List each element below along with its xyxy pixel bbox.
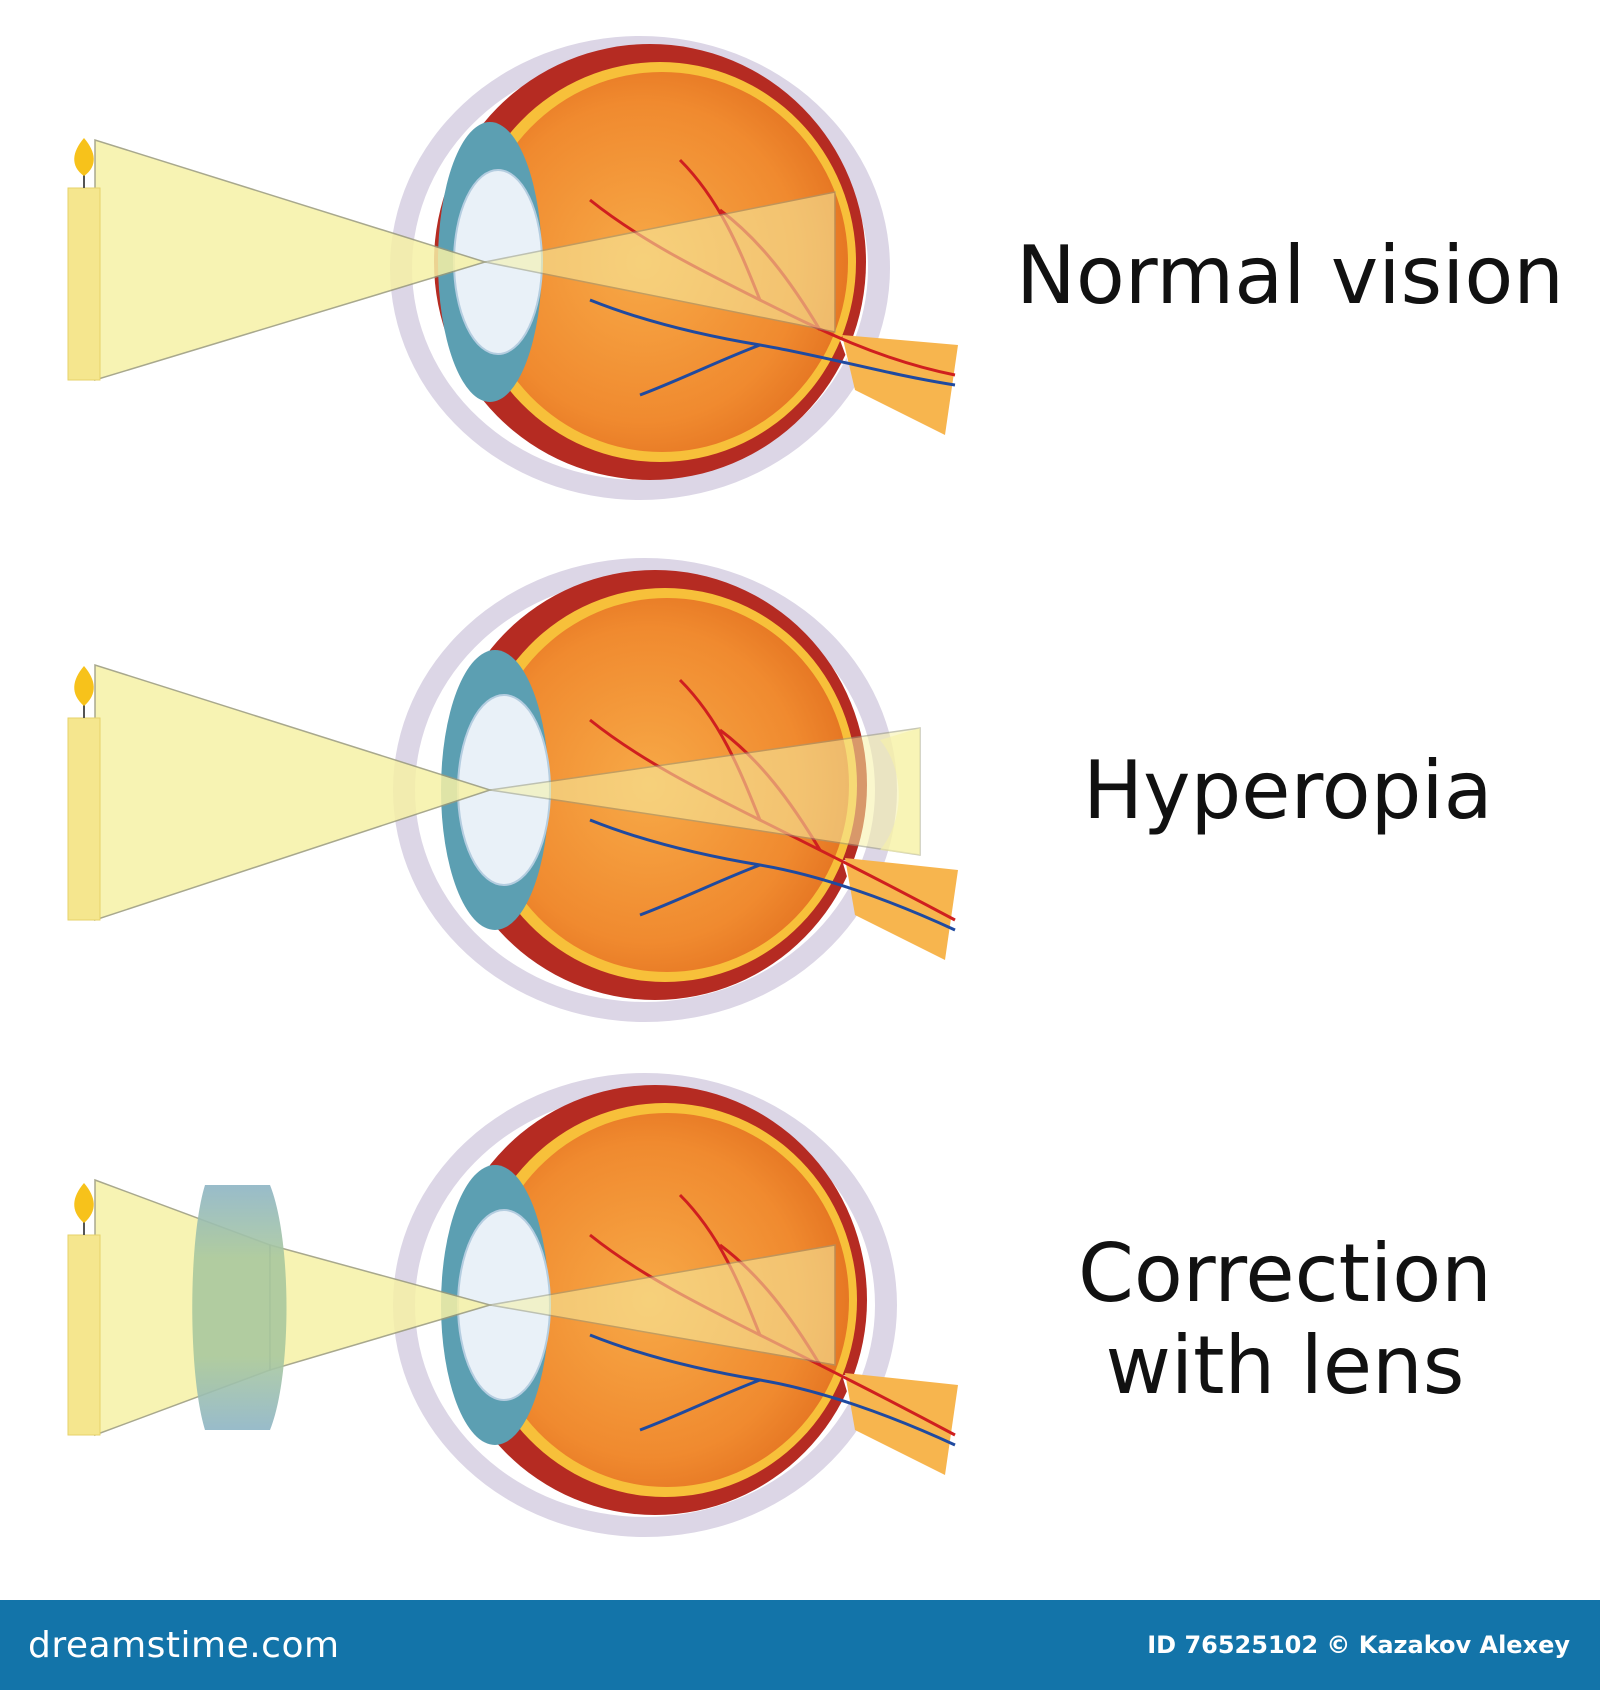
row-hyperopia	[67, 558, 958, 1022]
focus-behind-retina	[880, 728, 920, 855]
corrective-lens-icon	[192, 1185, 287, 1430]
row-correction	[67, 1073, 958, 1537]
candle-icon	[67, 1183, 101, 1436]
retina-veins-blue	[589, 298, 956, 397]
candle-icon	[67, 666, 101, 921]
label-correction-line1: Correction	[1078, 1227, 1492, 1320]
optic-nerve	[842, 335, 958, 435]
retina-veins-blue	[589, 1333, 956, 1447]
light-beam-focused	[484, 191, 836, 333]
footer-credit: ID 76525102 © Kazakov Alexey	[1147, 1631, 1570, 1659]
label-correction: Correction with lens	[1078, 1228, 1492, 1412]
optic-nerve	[845, 858, 958, 960]
label-correction-line2: with lens	[1105, 1319, 1465, 1412]
candle-icon	[67, 138, 101, 381]
row-normal-vision	[67, 36, 958, 500]
label-normal-vision: Normal vision	[1016, 229, 1565, 322]
footer-bar: dreamstime.com ID 76525102 © Kazakov Ale…	[0, 1600, 1600, 1690]
light-beam-focused	[489, 1244, 836, 1366]
footer-logo[interactable]: dreamstime.com	[28, 1624, 340, 1666]
retina-veins-blue	[589, 818, 956, 932]
eye-diagram	[67, 36, 958, 1537]
optic-nerve	[845, 1373, 958, 1475]
label-hyperopia: Hyperopia	[1083, 744, 1493, 837]
